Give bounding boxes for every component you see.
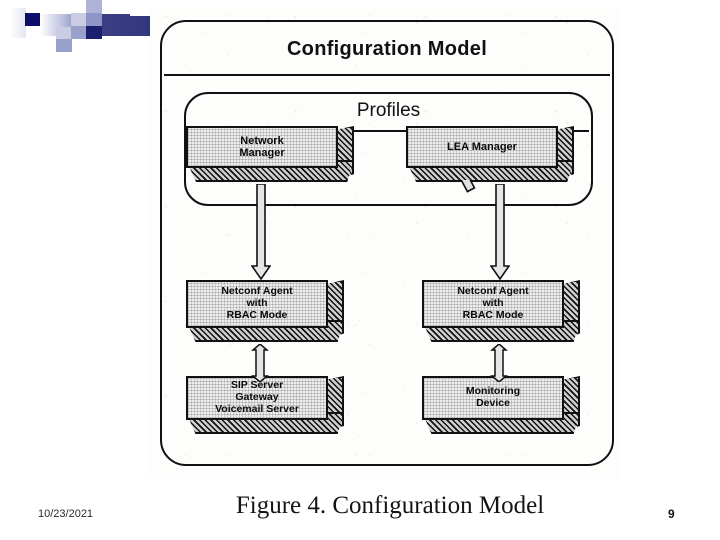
banner-square-mid-3 [86,13,102,26]
profiles-container: Profiles [184,92,593,206]
banner-square-pale-2 [71,13,86,26]
box-monitoring-device: Monitoring Device [422,376,580,434]
arrow-netconf-right-to-monitoring [490,344,508,382]
box-label-line: SIP Server [230,379,284,392]
box-front-face: Netconf Agent with RBAC Mode [186,280,328,328]
profiles-divider [188,130,589,132]
box-front-face: Netconf Agent with RBAC Mode [422,280,564,328]
box-network-manager: Network Manager [186,126,354,182]
banner-square-mid-2 [86,0,102,14]
configuration-model-title: Configuration Model [286,38,488,60]
banner-square-pale [56,27,71,39]
box-label-line: Manager [239,147,285,159]
box-label-line: Gateway [235,391,279,404]
slide-date: 10/23/2021 [38,508,94,520]
banner-square-white [56,5,71,14]
banner-gradient-block [10,8,26,38]
box-label-line: LEA Manager [447,140,517,153]
configuration-model-container: Configuration Model Profiles [160,20,614,466]
box-label-line: with [482,297,504,310]
banner-square-darknavy [25,13,40,26]
arrow-netconf-left-to-sip-server [251,344,269,382]
box-front-face: Monitoring Device [422,376,564,420]
configuration-model-figure: Configuration Model Profiles Network Man… [150,8,620,478]
box-label-line: Device [476,397,510,409]
profiles-title: Profiles [356,100,421,121]
box-label-line: Network [240,134,284,147]
arrow-network-manager-to-netconf-left [251,184,271,280]
box-sip-server: SIP Server Gateway Voicemail Server [186,376,344,434]
box-netconf-agent-left: Netconf Agent with RBAC Mode [186,280,344,342]
box-label-line: RBAC Mode [226,308,288,321]
box-front-face: LEA Manager [406,126,558,168]
arrow-lea-manager-to-netconf-left [288,180,488,286]
arrow-lea-manager-to-netconf-right [490,184,510,280]
configuration-model-divider [164,74,610,76]
slide-page-number: 9 [668,507,675,521]
box-label-line: Monitoring [465,385,521,398]
slide-decoration-banner [0,0,170,52]
box-label-line: RBAC Mode [462,308,524,321]
box-label-line: Netconf Agent [457,285,529,298]
box-label-line: Netconf Agent [221,285,293,298]
box-netconf-agent-right: Netconf Agent with RBAC Mode [422,280,580,342]
box-front-face: SIP Server Gateway Voicemail Server [186,376,328,420]
box-label-line: Voicemail Server [215,402,299,415]
box-lea-manager: LEA Manager [406,126,574,182]
figure-caption: Figure 4. Configuration Model [235,492,545,519]
box-label-line: with [246,297,268,310]
banner-square-mid-4 [56,39,72,52]
banner-square-mid [71,26,86,39]
banner-square-navy [86,26,102,39]
box-front-face: Network Manager [186,126,338,168]
